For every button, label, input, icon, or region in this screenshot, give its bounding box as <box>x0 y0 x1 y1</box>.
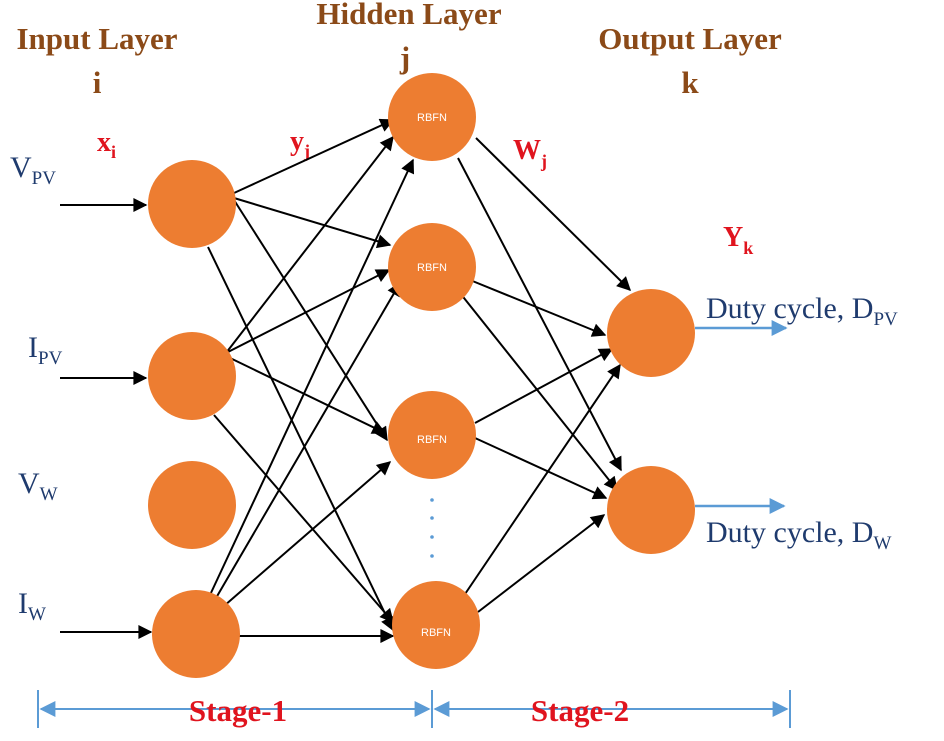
hidden-node-2 <box>388 223 476 311</box>
hidden-node-3-label: RBFN <box>417 434 447 446</box>
hidden-node-3 <box>388 391 476 479</box>
edge-x1-h3 <box>233 199 388 442</box>
edge-h3-o2 <box>474 437 608 500</box>
stage-2-connections <box>457 137 631 613</box>
input-label-vw: VW <box>18 467 58 505</box>
hidden-node-1-label: RBFN <box>417 112 447 124</box>
input-node-3 <box>148 461 236 549</box>
edge-x4-h2 <box>215 281 401 599</box>
input-layer-index: i <box>93 65 102 100</box>
hidden-node-4 <box>392 581 480 669</box>
hidden-layer-index: j <box>399 40 410 75</box>
output-layer-index: k <box>681 65 699 100</box>
edge-h4-o1 <box>462 363 621 598</box>
symbol-w-j: Wj <box>513 135 547 171</box>
edge-x4-h1 <box>209 158 415 596</box>
input-node-4 <box>152 590 240 678</box>
stage-1-label: Stage-1 <box>189 693 287 728</box>
stage-2-label: Stage-2 <box>531 693 629 728</box>
edge-x2-h1 <box>225 135 394 354</box>
ellipsis-dot-3 <box>430 535 434 539</box>
edge-x1-h1 <box>233 118 395 194</box>
edge-x2-h2 <box>225 269 391 354</box>
ellipsis-dot-4 <box>430 554 434 558</box>
stage-1-connections <box>207 118 415 643</box>
ellipsis-dot-1 <box>430 498 434 502</box>
output-label-dpv: Duty cycle, DPV <box>706 292 898 330</box>
edge-h3-o1 <box>474 348 614 424</box>
output-node-2 <box>607 466 695 554</box>
output-label-dw: Duty cycle, DW <box>706 516 891 554</box>
input-layer-title: Input Layer <box>16 21 177 56</box>
edge-h4-o2 <box>477 514 606 613</box>
edge-h2-o2 <box>459 292 618 492</box>
hidden-node-1 <box>388 73 476 161</box>
edge-h2-o1 <box>469 279 607 337</box>
edge-h1-o1 <box>475 137 631 291</box>
edge-x2-h3 <box>227 356 387 434</box>
hidden-node-2-label: RBFN <box>417 262 447 274</box>
input-label-ipv: IPV <box>28 331 63 369</box>
symbol-y-k: Yk <box>723 222 753 258</box>
edge-x1-h4 <box>207 246 394 632</box>
edge-x1-h2 <box>233 197 392 249</box>
edge-h1-o2 <box>457 157 622 472</box>
input-node-1 <box>148 160 236 248</box>
hidden-node-4-label: RBFN <box>421 627 451 639</box>
symbol-y-j: yj <box>290 126 310 161</box>
edge-x4-h3 <box>223 461 392 607</box>
hidden-layer-title: Hidden Layer <box>316 0 501 31</box>
symbol-x-i: xi <box>97 127 116 162</box>
stage-bars <box>37 690 791 728</box>
input-label-iw: IW <box>18 587 46 625</box>
hidden-ellipsis <box>430 498 434 558</box>
input-label-vpv: VPV <box>10 151 56 189</box>
input-node-2 <box>148 332 236 420</box>
output-node-1 <box>607 289 695 377</box>
edge-x2-h4 <box>213 414 394 624</box>
ellipsis-dot-2 <box>430 516 434 520</box>
output-layer-title: Output Layer <box>598 21 782 56</box>
